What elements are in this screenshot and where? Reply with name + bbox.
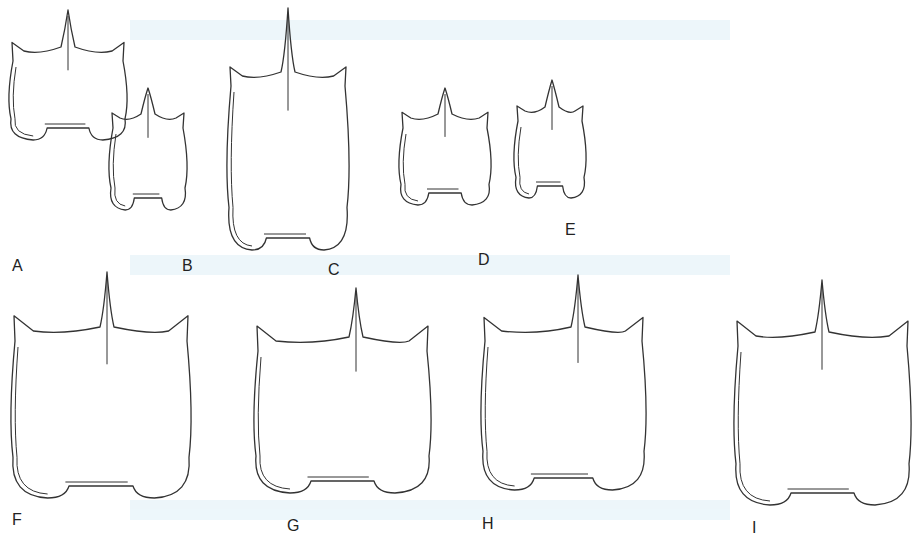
figure-letter: F: [12, 512, 22, 528]
carapace-margin: [485, 347, 588, 486]
figure-letter: C: [328, 262, 340, 278]
carapace-margin: [518, 127, 560, 194]
carapace-margin: [738, 352, 849, 501]
carapace-margin: [13, 67, 85, 136]
carapace-outline: [9, 10, 127, 140]
figure-letter: D: [478, 252, 490, 268]
carapace-outline: [399, 88, 491, 205]
median-line: [445, 94, 446, 137]
figure-letter: I: [752, 520, 756, 536]
carapace-margin: [403, 134, 458, 201]
carapace-outline: [11, 272, 191, 498]
watermark-shapes: [130, 20, 730, 520]
carapace-outline: [514, 80, 586, 198]
figure-letter: G: [287, 518, 299, 534]
median-line: [107, 278, 108, 364]
carapace-outline: [481, 275, 646, 490]
carapace-margin: [258, 357, 369, 489]
figure-letter: A: [12, 258, 23, 274]
carapace-outline: [254, 288, 431, 493]
median-line: [68, 16, 69, 70]
carapace-margin: [231, 92, 306, 246]
median-line: [578, 281, 579, 363]
median-line: [148, 94, 149, 138]
carapace-outline: [734, 280, 911, 505]
watermark-band: [130, 500, 730, 520]
carapace-margin: [113, 134, 159, 206]
median-line: [288, 14, 289, 111]
carapace-margin: [15, 347, 127, 494]
median-line: [356, 294, 357, 372]
watermark-band: [130, 20, 730, 40]
figure-letter: H: [482, 516, 494, 532]
figure-letter: B: [182, 258, 193, 274]
watermark-band: [130, 255, 730, 275]
median-line: [822, 286, 823, 370]
median-line: [552, 86, 553, 130]
carapace-outline: [109, 88, 187, 210]
carapace-outline: [227, 8, 349, 250]
figure-letter: E: [565, 222, 576, 238]
